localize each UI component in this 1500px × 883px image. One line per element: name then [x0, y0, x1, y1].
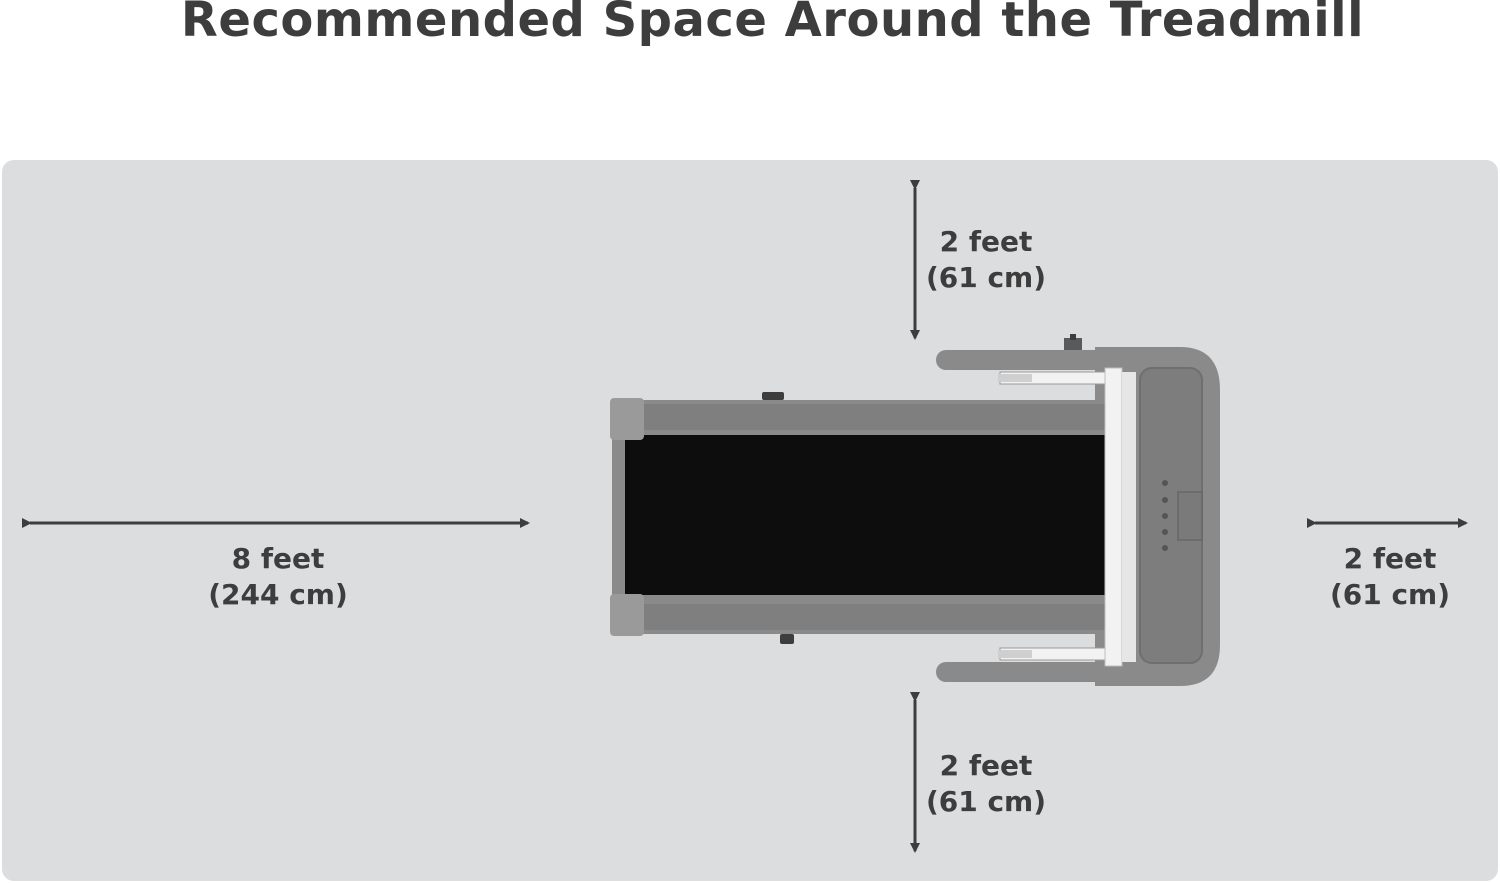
- bottom-handlebar: [936, 662, 1106, 682]
- front-clearance-cm: (61 cm): [1329, 578, 1451, 611]
- top-clearance-cm: (61 cm): [925, 261, 1047, 294]
- rear-cap-bottom: [610, 594, 644, 636]
- bottom-clearance-feet: 2 feet: [939, 749, 1033, 782]
- diagram-title: Recommended Space Around the Treadmill: [180, 0, 1365, 48]
- treadmill-illustration: [610, 334, 1220, 686]
- top-handlebar: [936, 350, 1106, 370]
- rear-cap-top: [610, 398, 644, 440]
- bottom-clearance-label: 2 feet (61 cm): [886, 748, 1086, 820]
- front-clearance-feet: 2 feet: [1343, 542, 1437, 575]
- top-hinge: [998, 371, 1111, 385]
- bottom-hinge: [998, 647, 1111, 661]
- rear-clearance-label: 8 feet (244 cm): [178, 541, 378, 613]
- top-clearance-label: 2 feet (61 cm): [886, 224, 1086, 296]
- rear-clearance-cm: (244 cm): [208, 578, 348, 611]
- rear-clearance-feet: 8 feet: [231, 542, 325, 575]
- front-rail: [1104, 367, 1123, 667]
- front-clearance-label: 2 feet (61 cm): [1290, 541, 1490, 613]
- top-clearance-feet: 2 feet: [939, 225, 1033, 258]
- console-display: [1177, 491, 1203, 541]
- treadmill-belt: [625, 435, 1123, 595]
- console-buttons: [1162, 480, 1168, 551]
- bottom-clearance-cm: (61 cm): [925, 785, 1047, 818]
